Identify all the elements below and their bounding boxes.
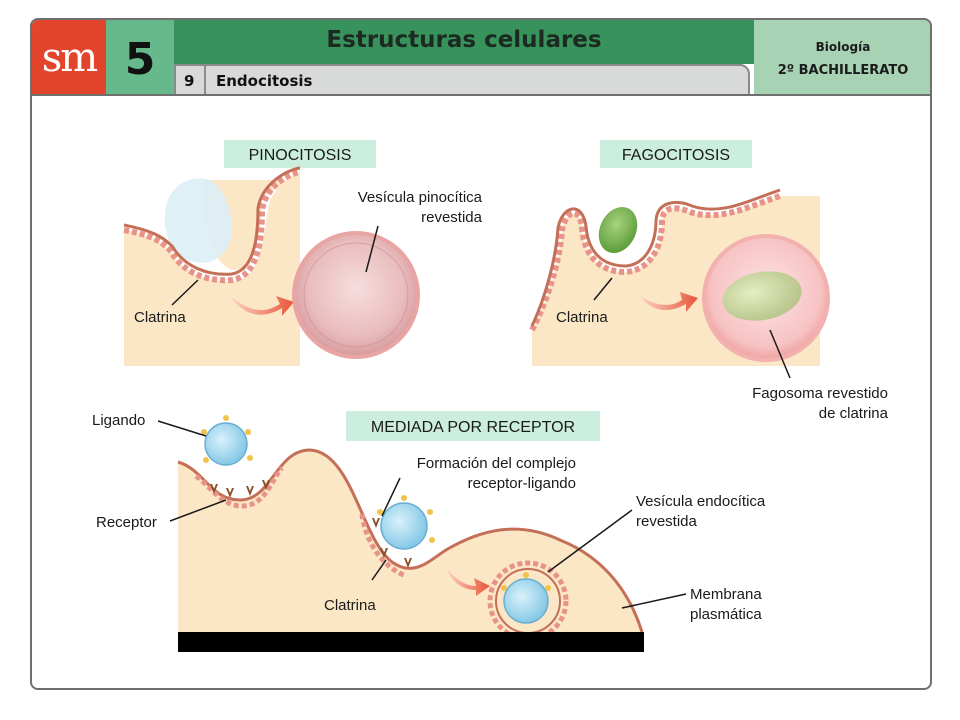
phagocytosis-arrow (640, 292, 698, 312)
clathrin-pino-label: Clatrina (134, 309, 186, 326)
clathrin-phago-label: Clatrina (556, 309, 608, 326)
receptor-arrow (446, 568, 490, 596)
receptor-leader (169, 499, 227, 522)
phagosome-label-2: de clatrina (819, 405, 889, 422)
pinocytosis-title-box (224, 140, 376, 168)
receptor-title-box (346, 411, 600, 441)
section-number: 9 (184, 72, 195, 90)
endocytic-vesicle-label-2: revestida (636, 513, 698, 530)
pinocytosis-arrow (230, 296, 294, 316)
membrane-label-2: plasmática (690, 606, 762, 623)
vesicle-pinocytic-leader (365, 225, 379, 273)
section-divider (204, 66, 206, 96)
phagosome-content (722, 271, 802, 321)
complex-label-2: receptor-ligando (468, 475, 576, 492)
publisher-logo: sm (32, 20, 106, 96)
vesicle-pinocytic-label-1: Vesícula pinocítica (358, 189, 483, 206)
page-title: Estructuras celulares (326, 27, 602, 53)
phagosome-leader (769, 329, 791, 379)
phagocytosis-panel: FAGOCITOSIS Fagosoma revestido de clatri… (529, 140, 889, 422)
section-title: Endocitosis (216, 72, 313, 90)
membrane-leader (621, 593, 687, 609)
vesicle-pinocytic-label-2: revestida (421, 209, 483, 226)
phagocytosis-clathrin-coat (529, 193, 781, 332)
unit-number: 5 (106, 20, 174, 96)
clathrin-receptor-label: Clatrina (324, 597, 376, 614)
phagocytosis-title: FAGOCITOSIS (622, 147, 730, 164)
membrane-label-1: Membrana (690, 586, 762, 603)
pinocytosis-cytoplasm (124, 172, 300, 366)
pinocytosis-membrane (123, 166, 301, 276)
subject-label: Biología (815, 40, 871, 54)
receptor-complex-coat (359, 513, 407, 579)
pinocytosis-clathrin-coat (123, 169, 301, 284)
clathrin-receptor-leader (371, 559, 387, 581)
complex-leader (381, 477, 401, 517)
phagosome-label-1: Fagosoma revestido (752, 385, 888, 402)
ligand-label: Ligando (92, 412, 145, 429)
level-label: 2º BACHILLERATO (777, 63, 909, 78)
endocytic-vesicle-leader (547, 509, 633, 573)
title-bar: Estructuras celulares (174, 20, 754, 64)
bottom-black-bar (178, 632, 644, 652)
header-divider (32, 94, 930, 96)
pinocytosis-panel: PINOCITOSIS Vesícula pinocítica revestid… (123, 140, 483, 366)
clathrin-phago-leader (593, 277, 613, 301)
receptor-panel: MEDIADA POR RECEPTOR (92, 411, 766, 652)
receptor-ligand-complex (377, 495, 435, 550)
clathrin-pino-leader (171, 279, 199, 306)
complex-label-1: Formación del complejo (417, 455, 576, 472)
phagocytosed-particle (598, 206, 638, 254)
receptor-plasma-membrane (177, 448, 644, 633)
phagocytosis-title-box (600, 140, 752, 168)
pinocytic-vesicle-inner (303, 242, 409, 348)
pinocytosis-title: PINOCITOSIS (249, 147, 352, 164)
receptor-pit-coat (194, 466, 284, 509)
course-box: Biología 2º BACHILLERATO (754, 20, 930, 96)
receptor-label: Receptor (96, 514, 157, 531)
pinocytosis-fluid (164, 178, 232, 263)
free-ligand (201, 415, 253, 466)
receptor-title: MEDIADA POR RECEPTOR (371, 419, 575, 436)
ligand-leader (157, 420, 207, 437)
phagocytosis-membrane (530, 188, 781, 327)
pinocytic-vesicle (292, 231, 420, 359)
endocytic-vesicle-label-1: Vesícula endocítica (636, 493, 766, 510)
endocytic-vesicle (487, 560, 569, 642)
